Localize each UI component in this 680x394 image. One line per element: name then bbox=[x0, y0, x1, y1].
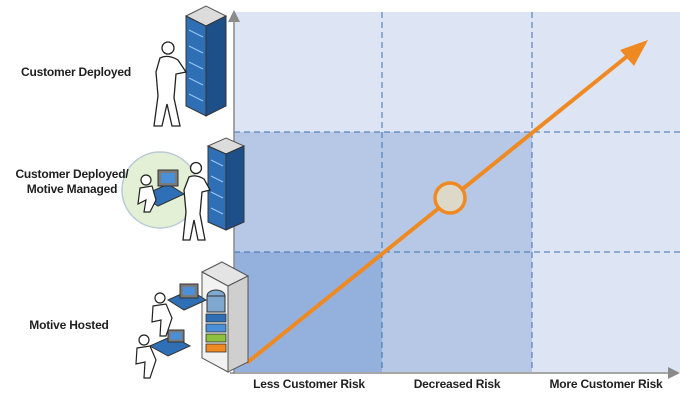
cell-r3-c3 bbox=[532, 252, 680, 372]
person-icon bbox=[182, 161, 211, 241]
cell-r1-c1 bbox=[234, 12, 382, 132]
grid-lines bbox=[234, 12, 680, 372]
cell-r3-c2 bbox=[382, 252, 532, 372]
row-label-line-2: Motive Managed bbox=[26, 182, 118, 196]
server-rack-icon bbox=[206, 137, 246, 231]
cell-r2-c1 bbox=[234, 132, 382, 252]
row-label-motive-hosted: Motive Hosted bbox=[29, 318, 109, 332]
column-label-less-customer-risk: Less Customer Risk bbox=[253, 377, 365, 391]
data-center-icon bbox=[200, 261, 250, 373]
cell-r1-c2 bbox=[382, 12, 532, 132]
cell-r2-c3 bbox=[532, 132, 680, 252]
row-label-line-1: Customer Deployed/ bbox=[15, 167, 129, 181]
server-rack-icon bbox=[184, 5, 228, 117]
column-label-decreased-risk: Decreased Risk bbox=[413, 377, 501, 391]
person-icon bbox=[153, 41, 188, 127]
column-label-more-customer-risk: More Customer Risk bbox=[549, 377, 663, 391]
trend-arrowhead bbox=[620, 40, 648, 66]
row-label-customer-deployed-motive-managed: Customer Deployed/ Motive Managed bbox=[4, 167, 140, 197]
position-marker bbox=[433, 181, 467, 215]
workstation-icon bbox=[151, 283, 208, 337]
row-label-customer-deployed: Customer Deployed bbox=[21, 65, 131, 79]
workstation-icon bbox=[135, 329, 192, 379]
